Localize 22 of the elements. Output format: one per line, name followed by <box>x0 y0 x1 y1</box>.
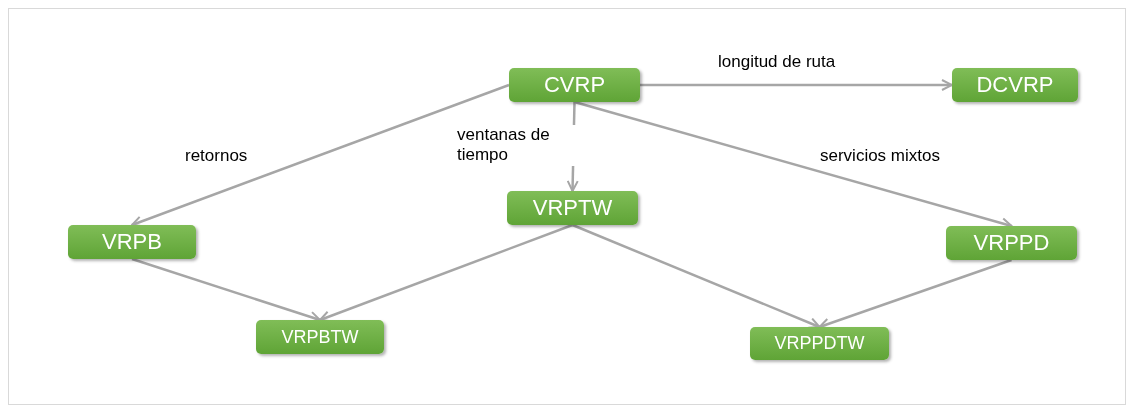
arrow <box>572 223 821 329</box>
arrow <box>131 83 510 228</box>
process-box <box>509 68 640 102</box>
arrow <box>818 258 1012 330</box>
arrow <box>131 257 321 323</box>
process-box <box>256 320 384 354</box>
node-label: VRPTW <box>532 195 613 221</box>
node-label: VRPBTW <box>281 326 359 348</box>
node-label: VRPB <box>102 229 162 255</box>
node-label: VRPPD <box>973 230 1050 256</box>
process-box <box>952 68 1078 102</box>
process-box <box>946 226 1077 260</box>
process-box <box>507 191 638 225</box>
node-label: DCVRP <box>976 72 1054 98</box>
arrow <box>319 223 573 323</box>
node-label: CVRP <box>543 72 606 98</box>
node-label: VRPPDTW <box>774 333 865 354</box>
process-box <box>68 225 196 259</box>
edge-label: ventanas de tiempo <box>455 125 579 166</box>
process-box <box>750 327 889 360</box>
edge-label: longitud de ruta <box>716 52 838 73</box>
arrow <box>640 79 953 91</box>
